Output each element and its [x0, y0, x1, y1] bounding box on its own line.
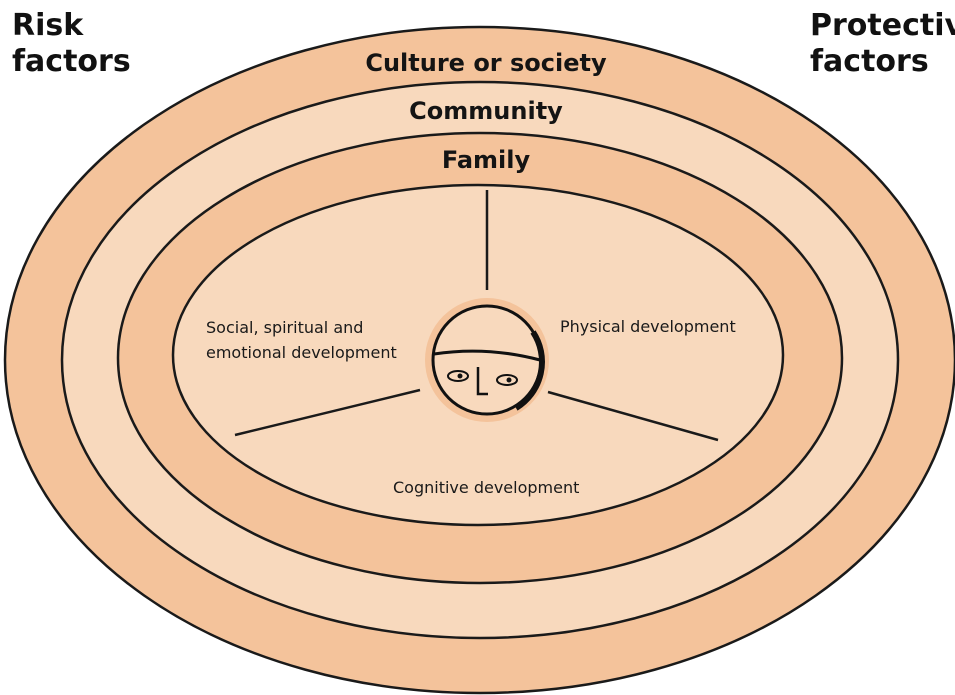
- cognitive-development-label: Cognitive development: [393, 478, 580, 497]
- protective-factors-label: Protective factors: [810, 8, 955, 80]
- physical-development-label: Physical development: [560, 317, 736, 336]
- risk-label-line-2: factors: [12, 44, 131, 79]
- social-label-line-1: Social, spiritual and: [206, 318, 364, 337]
- protective-label-line-2: factors: [810, 44, 929, 79]
- social-development-label: Social, spiritual and emotional developm…: [206, 315, 397, 365]
- child-face-icon: [425, 298, 549, 422]
- divider-line-right: [547, 390, 719, 442]
- ring-label-culture: Culture or society: [365, 49, 607, 77]
- social-label-line-2: emotional development: [206, 343, 397, 362]
- risk-factors-label: Risk factors: [12, 8, 131, 80]
- divider-line-left: [234, 388, 421, 437]
- risk-label-line-1: Risk: [12, 8, 84, 43]
- ring-label-community: Community: [409, 97, 563, 125]
- ring-label-family: Family: [442, 146, 531, 174]
- protective-label-line-1: Protective: [810, 8, 955, 43]
